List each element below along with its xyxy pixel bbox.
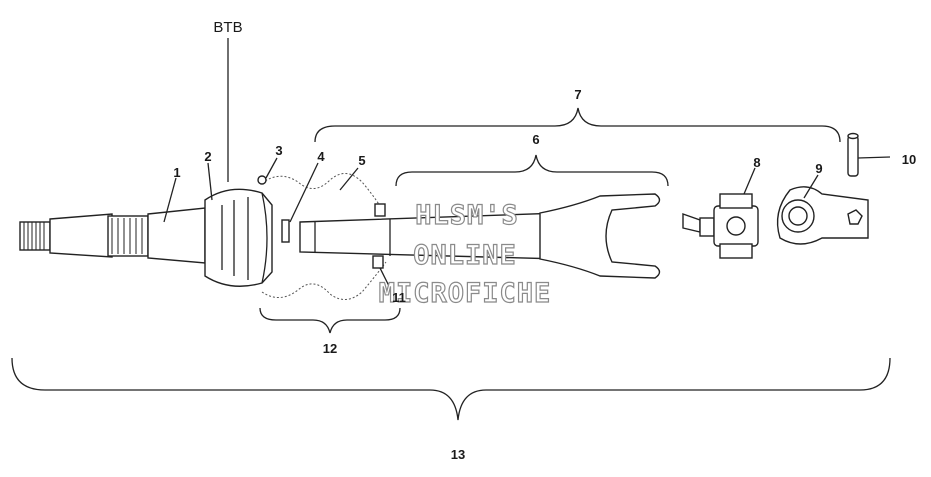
boot-assembly <box>257 173 387 300</box>
callout-12: 12 <box>323 341 337 356</box>
btb-label: BTB <box>213 19 242 36</box>
bracket-7 <box>314 107 841 143</box>
callout-3: 3 <box>275 143 282 158</box>
bracket-12 <box>259 307 401 334</box>
callout-6: 6 <box>532 132 539 147</box>
universal-joint <box>682 193 759 259</box>
yoke-arm <box>776 186 869 245</box>
pin <box>847 132 859 177</box>
bracket-6 <box>395 154 669 187</box>
callout-10: 10 <box>902 152 916 167</box>
leader-lines <box>163 156 891 289</box>
callout-8: 8 <box>753 155 760 170</box>
callout-5: 5 <box>358 153 365 168</box>
bracket-13 <box>11 357 891 421</box>
callout-2: 2 <box>204 149 211 164</box>
watermark-line-2: ONLINE <box>413 240 517 271</box>
watermark-line-1: HLSM'S <box>415 200 519 231</box>
callout-7: 7 <box>574 87 581 102</box>
callout-4: 4 <box>317 149 325 164</box>
stub-shaft <box>19 207 206 264</box>
watermark: HLSM'S ONLINE MICROFICHE <box>378 199 552 309</box>
callout-9: 9 <box>815 161 822 176</box>
watermark-line-3: MICROFICHE <box>379 278 552 309</box>
callout-11: 11 <box>392 290 406 305</box>
callout-13: 13 <box>451 447 465 462</box>
slip-yoke-shaft <box>299 193 661 279</box>
callout-1: 1 <box>173 165 180 180</box>
cv-housing <box>204 188 273 287</box>
